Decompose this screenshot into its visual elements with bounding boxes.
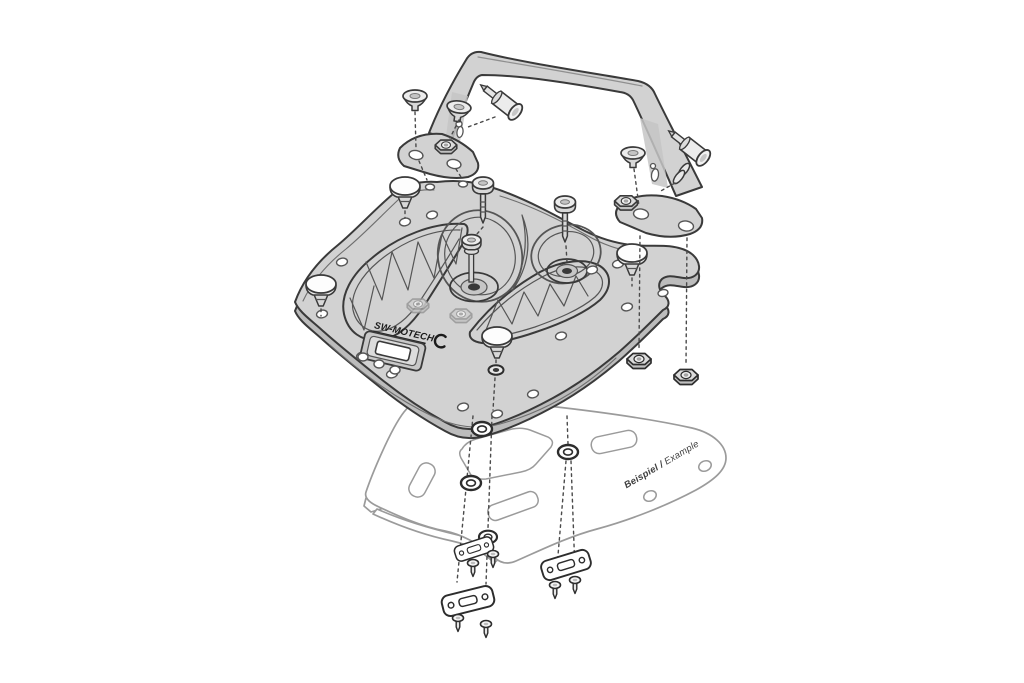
boss-recess-outer bbox=[436, 209, 524, 303]
plate-hole bbox=[456, 402, 470, 412]
plate-hole bbox=[357, 352, 369, 362]
plate-hole bbox=[398, 217, 412, 227]
plate-hole bbox=[424, 183, 436, 191]
quicklock-window bbox=[374, 340, 412, 362]
hex-nut bbox=[613, 194, 639, 211]
assembly-dash-line bbox=[685, 237, 688, 366]
hex-nut-faint bbox=[406, 298, 430, 314]
plate-hole bbox=[490, 409, 504, 419]
keyhole-slot bbox=[456, 125, 464, 139]
bumper-nut-ring bbox=[487, 364, 505, 376]
grab-handle bbox=[397, 50, 714, 238]
plate-hole bbox=[526, 389, 540, 399]
rack-slot-right bbox=[590, 429, 638, 455]
shoulder-bolt bbox=[474, 76, 526, 124]
recess-ribs bbox=[485, 275, 589, 331]
handle-bow-highlight bbox=[477, 56, 643, 87]
assembly-dash-line bbox=[467, 116, 496, 128]
rubber-grommet bbox=[459, 474, 483, 492]
screw-socket bbox=[467, 237, 476, 243]
foot-hole bbox=[408, 149, 424, 161]
assembly-dash-line bbox=[566, 415, 569, 445]
rack-hole bbox=[642, 489, 658, 503]
small-screw bbox=[451, 613, 465, 633]
assembly-dash-line bbox=[492, 377, 496, 411]
plate-hole bbox=[457, 180, 469, 188]
rack-hole bbox=[697, 459, 713, 473]
quicklock-slot bbox=[359, 330, 427, 372]
screw-boss-left bbox=[436, 209, 524, 303]
hex-nut bbox=[673, 368, 699, 386]
brand-logo-emblem bbox=[433, 333, 447, 349]
small-screw bbox=[548, 580, 562, 600]
rubber-grommet bbox=[556, 443, 580, 461]
assembly-dash-line bbox=[455, 168, 462, 178]
keyhole-slot bbox=[650, 168, 660, 182]
boss-hole bbox=[468, 283, 480, 291]
keyhole-slot bbox=[649, 162, 657, 170]
example-rack: Beispiel / Example bbox=[363, 395, 727, 564]
plate-hole bbox=[554, 331, 568, 341]
plate-hole bbox=[373, 359, 385, 369]
mounting-plate bbox=[439, 583, 497, 619]
hex-nut bbox=[434, 139, 458, 155]
lower-hardware bbox=[439, 377, 594, 639]
handle-right-face bbox=[640, 118, 668, 188]
plate-hole bbox=[657, 288, 669, 298]
hex-nut bbox=[626, 352, 652, 370]
recess-ribs bbox=[349, 227, 463, 331]
recess-inner-wall bbox=[476, 266, 604, 338]
assembly-dash-line bbox=[658, 182, 676, 193]
adapter-plate: SW-MOTECH bbox=[294, 176, 701, 440]
countersunk-screw bbox=[620, 146, 646, 169]
small-screw bbox=[568, 575, 582, 595]
assembly-dash-line bbox=[633, 168, 640, 207]
assembly-dash-line bbox=[414, 111, 417, 149]
plate-hole bbox=[335, 257, 349, 267]
plate-holes bbox=[315, 180, 669, 419]
foot-hole bbox=[446, 158, 462, 170]
mounting-plate bbox=[538, 547, 594, 583]
foot-hole bbox=[632, 208, 650, 220]
assembly-dash-line bbox=[565, 245, 568, 263]
plate-hole bbox=[620, 302, 634, 312]
assembly-dash-line bbox=[485, 415, 493, 585]
rack-slot-left bbox=[408, 462, 436, 498]
boss-recess-inner bbox=[444, 216, 516, 296]
center-ridge bbox=[511, 214, 529, 292]
assembly-dash-line bbox=[638, 235, 641, 350]
countersunk-screw bbox=[402, 89, 428, 112]
ring-inner bbox=[492, 368, 500, 372]
handle-bow bbox=[428, 50, 703, 197]
plate-hole bbox=[425, 210, 439, 220]
small-screw bbox=[479, 619, 493, 639]
below-plate-nuts bbox=[626, 235, 699, 386]
foot-hole bbox=[677, 220, 695, 232]
rack-window-cutout bbox=[458, 427, 554, 480]
small-screw bbox=[466, 558, 480, 578]
assembly-dash-line bbox=[456, 415, 474, 583]
inserted-screw bbox=[461, 233, 482, 283]
plate-hole bbox=[585, 265, 599, 275]
boss-hole bbox=[562, 268, 572, 274]
assembly-dash-line bbox=[476, 226, 484, 235]
rubber-grommet bbox=[470, 420, 494, 438]
plate-step-contour bbox=[329, 344, 617, 428]
plate-hole bbox=[389, 365, 401, 375]
hex-nut-faint bbox=[449, 308, 473, 324]
